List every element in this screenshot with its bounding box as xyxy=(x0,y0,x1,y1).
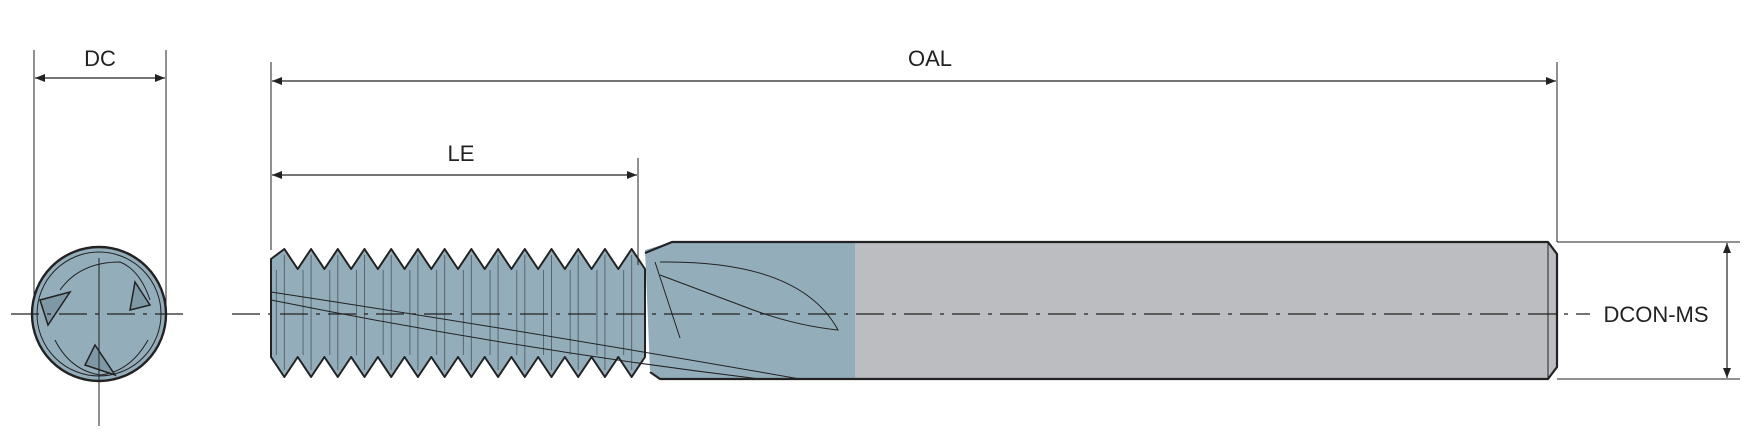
dcon-ms-label: DCON-MS xyxy=(1603,302,1708,327)
le-label: LE xyxy=(448,141,475,166)
end-view: DC xyxy=(11,46,190,426)
thread-section xyxy=(270,248,646,378)
side-view xyxy=(232,240,1590,381)
shank xyxy=(855,242,1557,379)
oal-label: OAL xyxy=(908,46,952,71)
dc-label: DC xyxy=(84,46,116,71)
neck xyxy=(645,242,855,379)
